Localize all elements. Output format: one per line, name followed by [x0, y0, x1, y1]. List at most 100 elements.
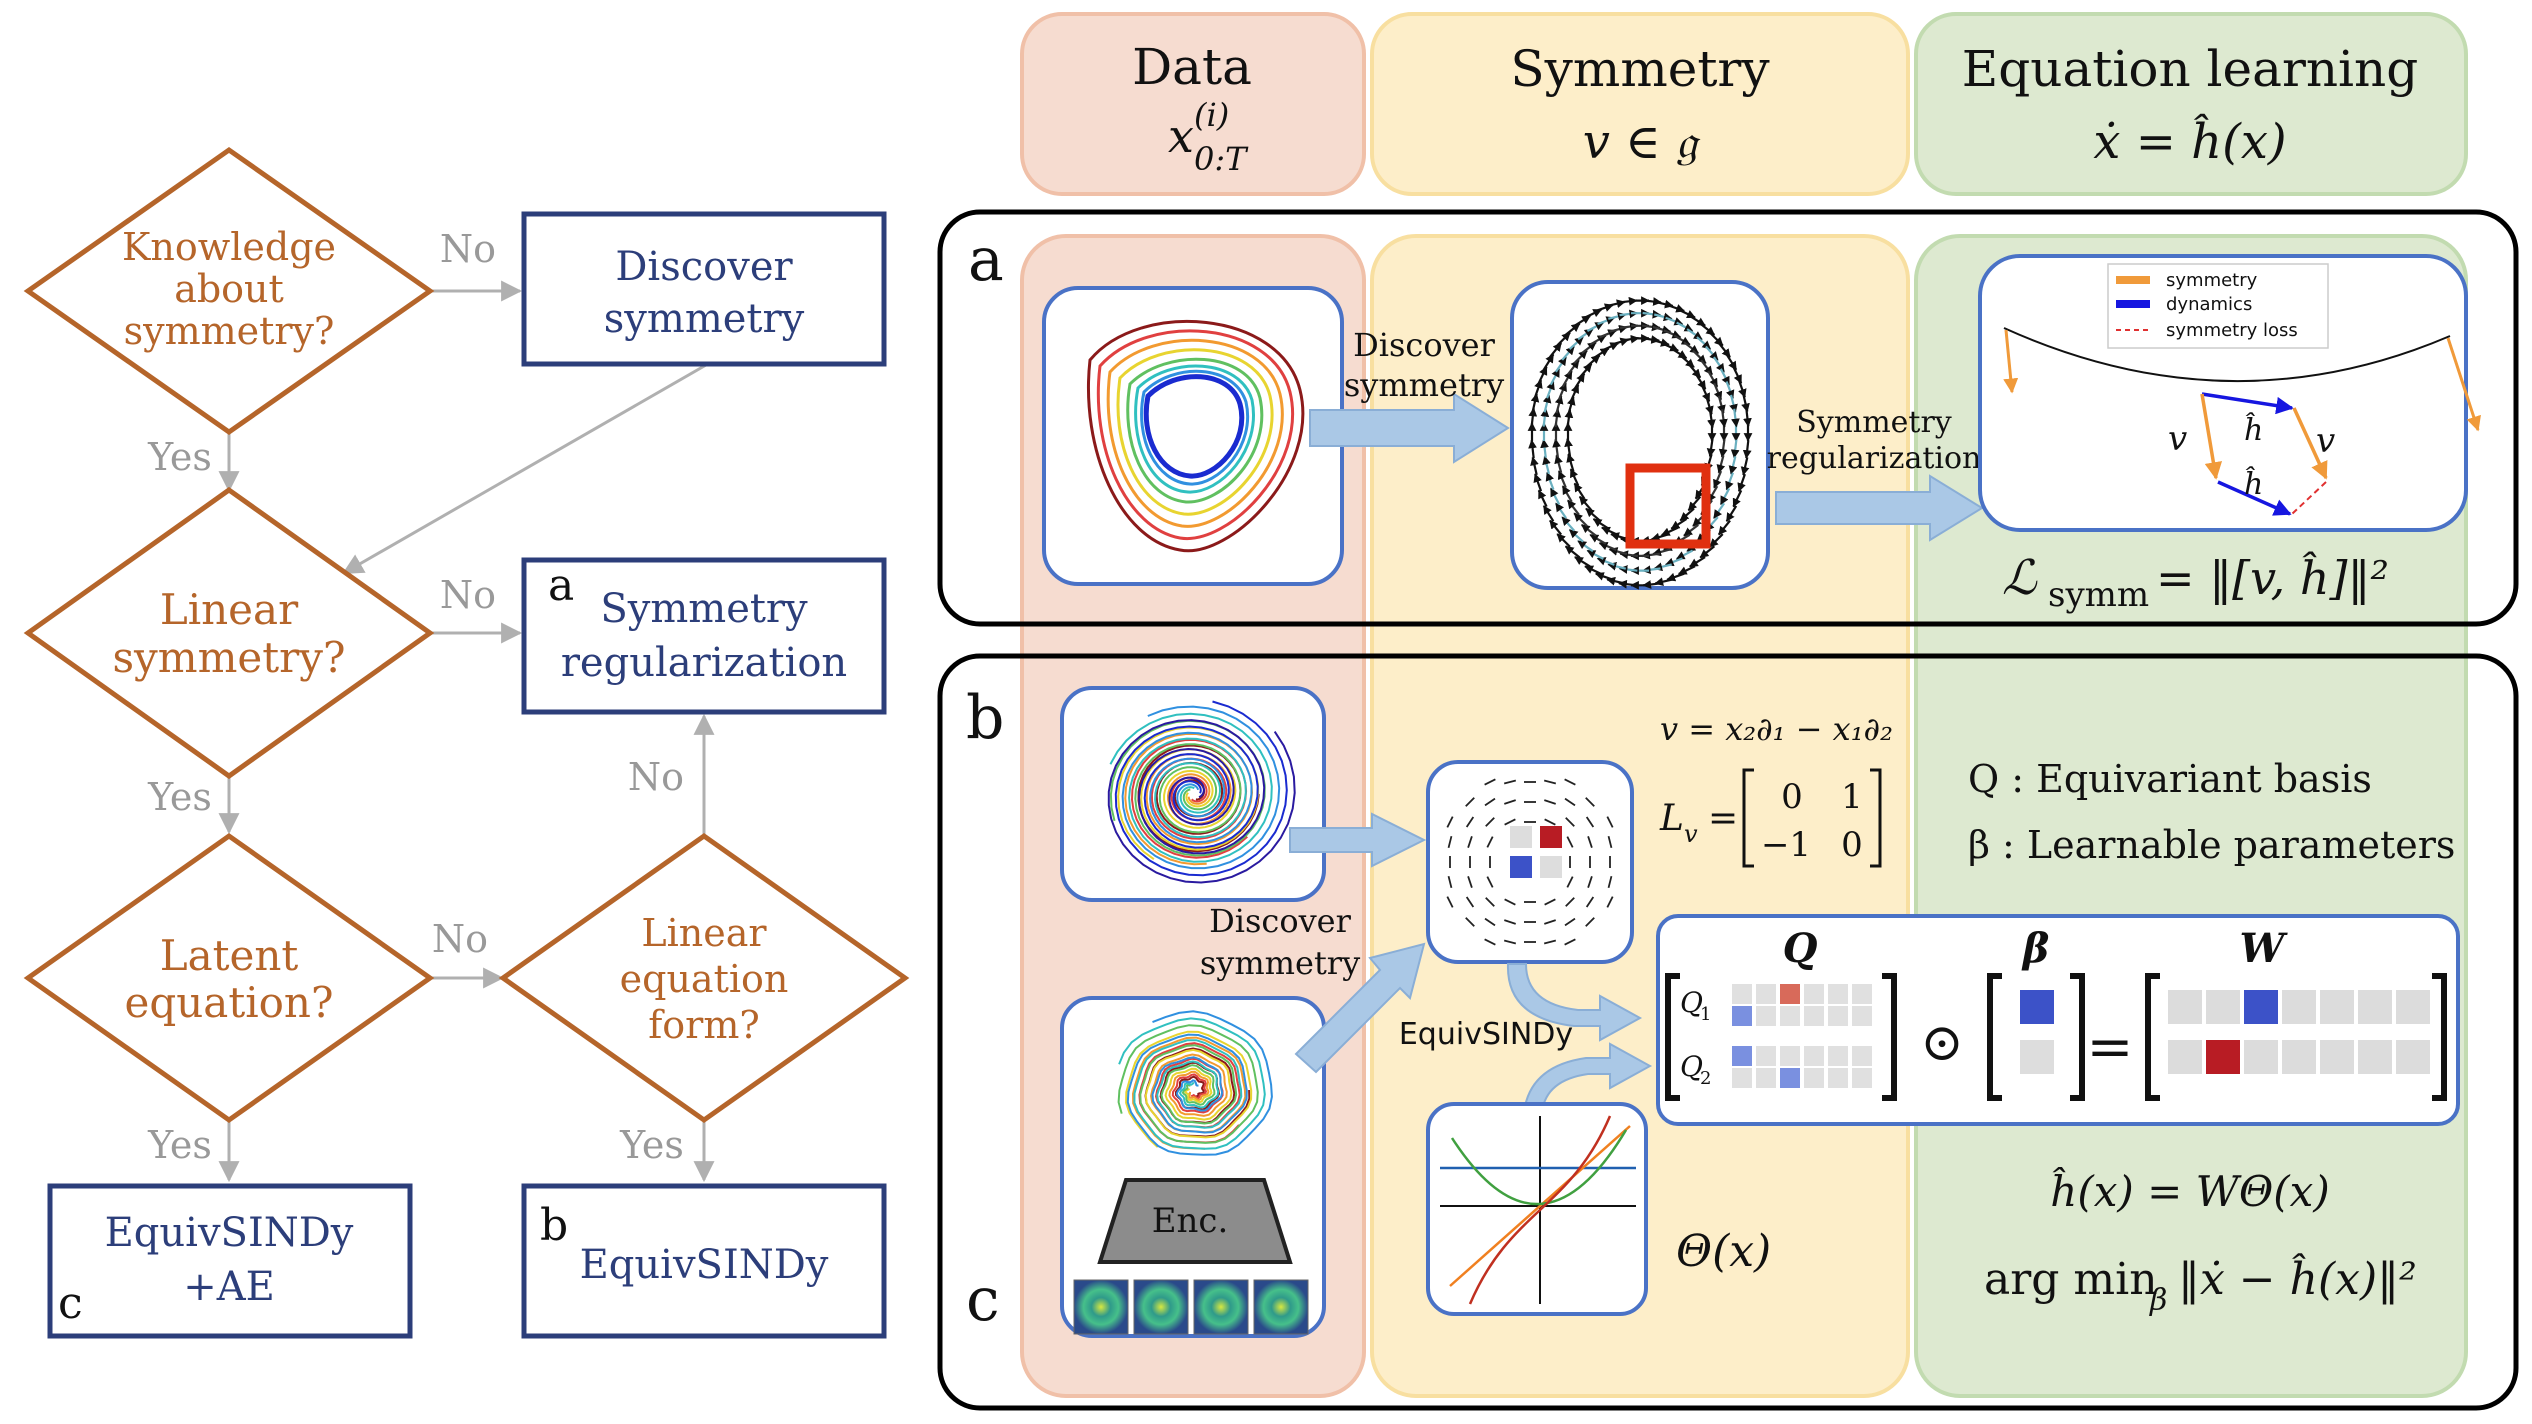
q-bracket-left — [1665, 973, 1680, 1101]
sym-arrow-mid-left — [2200, 393, 2223, 480]
q-cell — [1732, 1046, 1752, 1066]
vf-a-arrow — [1567, 359, 1580, 376]
vf-a-arrow — [1530, 456, 1539, 476]
panel-c-latent-spirals — [1117, 1010, 1273, 1156]
spiral-curve — [1126, 1010, 1273, 1156]
vf-a-arrow — [1699, 545, 1716, 559]
vf-a-arrow — [1679, 507, 1695, 522]
pattern-thumb-4 — [1253, 1279, 1309, 1335]
panel-a-arrow2-line1b: regularization — [1767, 441, 1982, 476]
vf-a-arrow — [1725, 472, 1734, 491]
spiral-curve — [1131, 1036, 1247, 1150]
vf-a-arrow — [1718, 439, 1728, 458]
vf-b-dash — [1585, 797, 1595, 807]
pattern-thumb-3 — [1193, 1279, 1249, 1335]
q-cell — [1852, 1006, 1872, 1026]
vf-a-arrow — [1564, 322, 1581, 336]
vf-a-arrow — [1712, 502, 1726, 519]
vf-a-arrow — [1549, 368, 1561, 386]
vf-a-arrow — [1537, 489, 1548, 508]
panel-a-arrow1-line2: symmetry — [1344, 366, 1504, 404]
vf-b-dash — [1543, 939, 1557, 945]
vf-a-arrow — [1689, 556, 1706, 568]
w-matrix-label: W — [2240, 925, 2289, 972]
q-cell — [1804, 1046, 1824, 1066]
label-no-3: No — [432, 917, 488, 961]
q-cell — [1828, 1006, 1848, 1026]
vf-a-arrow — [1732, 489, 1743, 508]
vf-b-dash — [1486, 876, 1494, 888]
vf-a-arrow — [1528, 439, 1537, 459]
equals-operator: = — [2087, 1015, 2134, 1080]
vf-a-arrow — [1696, 336, 1712, 350]
vf-a-arrow — [1577, 540, 1594, 553]
w-bracket-left — [2145, 973, 2160, 1101]
q-cell — [1828, 1068, 1848, 1088]
panel-c-letter: c — [966, 1265, 1000, 1335]
panel-a-vector-field — [1527, 296, 1753, 590]
vf-b-dash — [1503, 779, 1517, 785]
vf-b-dash — [1566, 836, 1574, 848]
spiral-curve — [1125, 1030, 1253, 1148]
vf-a-arrow — [1546, 380, 1555, 399]
panel-c-arrow-latent — [1294, 942, 1426, 1074]
q-cell — [1804, 1006, 1824, 1026]
lv-m21: −1 — [1761, 825, 1811, 865]
vf-a-arrow — [1574, 556, 1591, 568]
vf-b-dash — [1544, 919, 1556, 925]
w-cell — [2320, 990, 2354, 1024]
q-basis-grid — [1732, 984, 1872, 1088]
w-cell — [2320, 1040, 2354, 1074]
vf-b-dash — [1467, 836, 1473, 848]
label-no-2: No — [440, 573, 496, 617]
w-cell — [2244, 990, 2278, 1024]
diamond-latent-equation — [23, 832, 435, 1124]
vf-b-dash — [1484, 778, 1496, 786]
q-definition: Q : Equivariant basis — [1968, 757, 2372, 801]
vf-b-dash — [1465, 816, 1475, 828]
q-cell — [1804, 984, 1824, 1004]
vf-a-arrow — [1569, 384, 1580, 402]
w-cell — [2282, 990, 2316, 1024]
vf-b-dash — [1606, 816, 1614, 828]
panel-b-rotation-field — [1446, 778, 1614, 946]
vf-a-arrow — [1694, 373, 1707, 390]
vf-a-arrow — [1549, 519, 1563, 536]
vf-b-dash — [1486, 836, 1494, 848]
spiral-curve — [1114, 700, 1288, 877]
vf-a-arrow — [1679, 354, 1695, 368]
vf-a-arrow — [1561, 485, 1573, 503]
lv-label: L — [1659, 798, 1684, 839]
h-equation: ĥ(x) = WΘ(x) — [2050, 1166, 2329, 1216]
lv-cell-11 — [1510, 826, 1532, 848]
label-no-1: No — [440, 227, 496, 271]
vf-a-arrow — [1699, 322, 1716, 336]
vf-a-arrow — [1578, 363, 1593, 379]
vf-b-dash — [1564, 938, 1576, 946]
data-header-bg — [1020, 12, 1366, 196]
flowchart: Knowledge about symmetry? Linear symmetr… — [23, 146, 910, 1339]
vf-a-arrow — [1561, 370, 1573, 388]
beta-cell-2 — [2020, 1040, 2054, 1074]
vf-b-dash — [1564, 797, 1576, 807]
sym-arrow-mid-right — [2292, 407, 2328, 480]
vf-a-arrow — [1740, 457, 1750, 476]
label-h-bottom: ĥ — [2244, 466, 2263, 502]
vf-a-arrow — [1542, 353, 1555, 371]
vf-a-arrow — [1566, 453, 1575, 472]
v-expression: v = x₂∂₁ − x₁∂₂ — [1660, 710, 1893, 748]
vf-b-dash — [1607, 835, 1613, 849]
vf-a-arrow — [1589, 533, 1607, 545]
sym-arrow-right — [2446, 337, 2481, 432]
q-cell — [1756, 1046, 1776, 1066]
connector-discover-to-linear — [342, 363, 707, 575]
w-cell — [2206, 990, 2240, 1024]
vf-a-arrow — [1549, 487, 1561, 505]
label-v-left: v — [2168, 419, 2187, 459]
vf-a-arrow — [1533, 473, 1543, 492]
vf-a-arrow — [1601, 526, 1619, 537]
vf-a-arrow — [1687, 363, 1702, 379]
loss-dashed-line — [2291, 481, 2327, 515]
vf-a-arrow — [1554, 356, 1568, 373]
vf-a-arrow — [1719, 487, 1731, 506]
